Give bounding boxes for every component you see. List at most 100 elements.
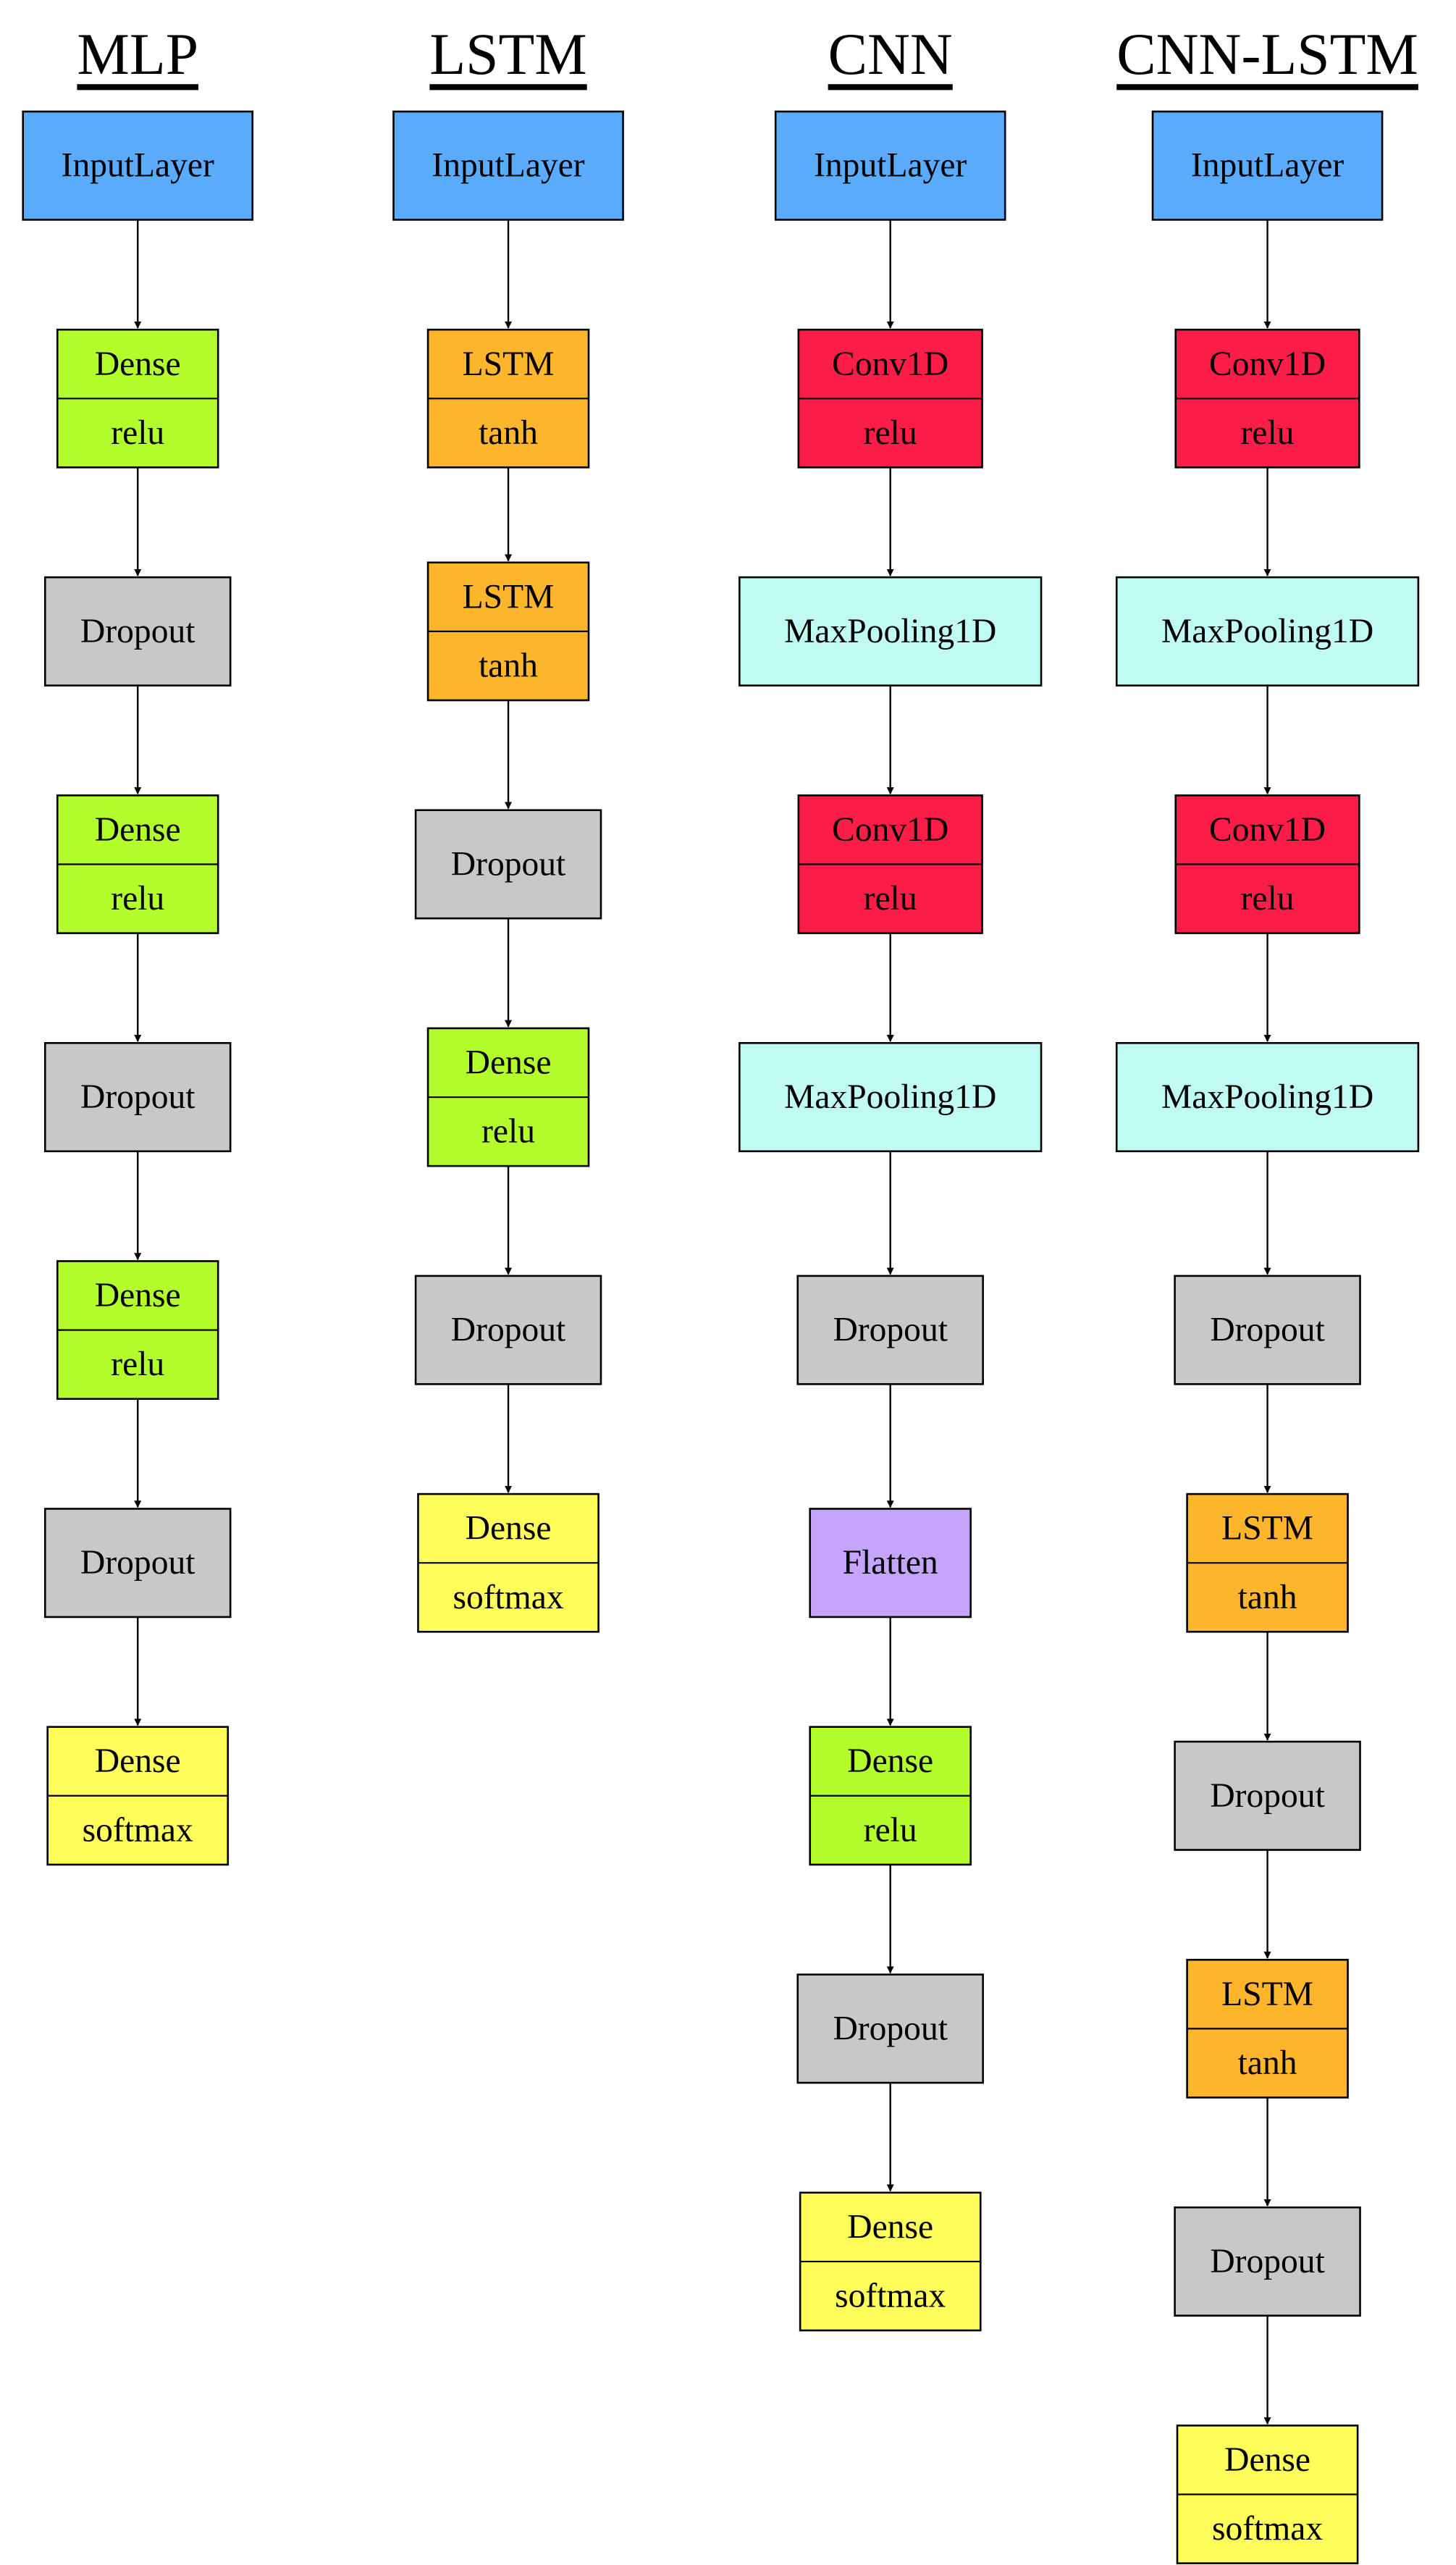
layer-name: LSTM (463, 578, 555, 616)
layer-activation: relu (864, 1811, 917, 1849)
layer-name: Dropout (1210, 1777, 1324, 1815)
layer-box (738, 576, 1043, 687)
layer-name: Conv1D (1209, 345, 1326, 383)
layer-name: Dropout (1210, 1311, 1324, 1349)
layer-name: Conv1D (832, 811, 948, 849)
layer-name: MaxPooling1D (784, 613, 996, 650)
layer-name: Dropout (80, 1078, 195, 1116)
layer-activation: relu (864, 414, 917, 452)
layer-name: LSTM (1221, 1976, 1313, 2013)
layer-name: Dropout (80, 1544, 195, 1582)
layer-name: InputLayer (814, 147, 967, 185)
layer-node-dense-relu: Dense relu (56, 328, 219, 469)
layer-activation: softmax (1212, 2510, 1323, 2548)
layer-box (796, 1275, 984, 1385)
layer-node-dropout: Dropout (1174, 1275, 1361, 1385)
layer-name: Conv1D (1209, 811, 1326, 849)
layer-name: Conv1D (832, 345, 948, 383)
layer-node-dropout: Dropout (414, 809, 602, 920)
layer-box (1115, 1042, 1420, 1153)
column-cnn: CNNInputLayerConv1DreluMaxPooling1DConv1… (738, 21, 1043, 2332)
layer-node-input: InputLayer (774, 110, 1006, 221)
layer-name: MaxPooling1D (1161, 1078, 1373, 1116)
layer-node-pool: MaxPooling1D (1115, 1042, 1420, 1153)
layer-box (22, 110, 254, 221)
layer-name: Flatten (843, 1544, 938, 1582)
layer-box (809, 1508, 972, 1619)
layer-node-pool: MaxPooling1D (738, 576, 1043, 687)
layer-name: Dropout (833, 2010, 947, 2047)
layer-node-dropout: Dropout (43, 1508, 232, 1619)
layer-node-dropout: Dropout (1174, 2206, 1361, 2317)
layer-box (1151, 110, 1384, 221)
layer-activation: tanh (1238, 1579, 1297, 1616)
layer-box (43, 1508, 232, 1619)
layer-node-conv: Conv1D relu (797, 328, 983, 469)
layer-activation: relu (864, 880, 917, 918)
layer-name: Dense (95, 1742, 181, 1780)
layer-name: MaxPooling1D (784, 1078, 996, 1116)
layer-node-lstm: LSTM tanh (426, 561, 590, 702)
layer-box (414, 809, 602, 920)
layer-name: Dense (1224, 2441, 1310, 2479)
layer-box (796, 1973, 984, 2084)
layer-name: Dropout (1210, 2243, 1324, 2280)
layer-name: InputLayer (62, 147, 214, 185)
layer-activation: tanh (479, 414, 538, 452)
layer-name: LSTM (1221, 1510, 1313, 1548)
layer-box (1174, 1275, 1361, 1385)
layer-node-conv: Conv1D relu (797, 794, 983, 934)
layer-box (43, 576, 232, 687)
column-title: CNN (828, 21, 953, 87)
layer-node-input: InputLayer (22, 110, 254, 221)
layer-node-input: InputLayer (1151, 110, 1384, 221)
layer-name: Dense (95, 811, 181, 849)
layer-box (392, 110, 624, 221)
layer-name: Dropout (451, 1311, 565, 1349)
layer-node-dropout: Dropout (1174, 1740, 1361, 1851)
layer-box (1174, 1740, 1361, 1851)
column-title: MLP (77, 21, 198, 87)
layer-node-dropout: Dropout (796, 1973, 984, 2084)
layer-box (1174, 2206, 1361, 2317)
column-title: LSTM (429, 21, 586, 87)
layer-activation: tanh (479, 647, 538, 684)
layer-node-dropout: Dropout (43, 1042, 232, 1153)
layer-activation: relu (481, 1113, 535, 1151)
layer-node-lstm: LSTM tanh (1186, 1493, 1349, 1633)
layer-node-input: InputLayer (392, 110, 624, 221)
layer-activation: tanh (1238, 2044, 1297, 2082)
layer-activation: softmax (453, 1579, 563, 1616)
layer-activation: softmax (83, 1811, 193, 1849)
layer-name: Dense (466, 1044, 552, 1081)
layer-name: Dense (847, 2208, 933, 2246)
layer-name: InputLayer (1191, 147, 1344, 185)
layer-name: Dropout (833, 1311, 947, 1349)
layer-activation: relu (111, 414, 164, 452)
layer-node-output: Dense softmax (46, 1726, 230, 1866)
column-lstm: LSTMInputLayerLSTMtanhLSTMtanhDropoutDen… (392, 21, 624, 1633)
layer-node-lstm: LSTM tanh (1186, 1958, 1349, 2099)
layer-activation: relu (111, 1346, 164, 1383)
layer-node-pool: MaxPooling1D (738, 1042, 1043, 1153)
layer-node-flatten: Flatten (809, 1508, 972, 1619)
layer-name: InputLayer (432, 147, 584, 185)
layer-activation: relu (1241, 414, 1295, 452)
column-title: CNN-LSTM (1116, 21, 1418, 87)
layer-name: Dense (95, 345, 181, 383)
layer-node-dropout: Dropout (796, 1275, 984, 1385)
column-mlp: MLPInputLayerDensereluDropoutDensereluDr… (22, 21, 254, 1866)
layer-node-conv: Conv1D relu (1174, 328, 1360, 469)
layer-name: Dense (95, 1277, 181, 1314)
layer-node-dropout: Dropout (414, 1275, 602, 1385)
layer-node-dense-relu: Dense relu (56, 1260, 219, 1401)
layer-box (774, 110, 1006, 221)
layer-box (414, 1275, 602, 1385)
